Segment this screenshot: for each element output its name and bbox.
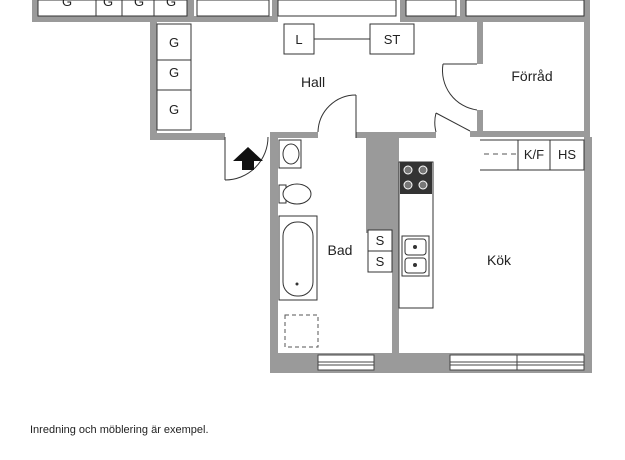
kitchen-counter — [398, 161, 434, 309]
linen-cabinet-label: L — [295, 32, 302, 47]
wardrobe-label: G — [134, 0, 144, 9]
hall-cabinets: L ST — [283, 23, 415, 55]
wardrobe-label: G — [169, 102, 179, 117]
closet-label: S — [376, 233, 385, 248]
windows — [317, 354, 585, 371]
room-label-bad: Bad — [328, 242, 353, 258]
washing-machine-icon — [284, 314, 319, 348]
tall-cabinet-label: HS — [558, 147, 576, 162]
sink-icon — [401, 235, 430, 277]
wardrobes-top: G G G G — [37, 0, 585, 17]
entrance-arrow-icon — [233, 147, 263, 170]
wardrobe-label: G — [169, 35, 179, 50]
doors — [224, 63, 478, 181]
room-label-hall: Hall — [301, 74, 325, 90]
kitchen-tall-units: K/F HS — [480, 139, 585, 171]
stove-icon — [400, 162, 432, 194]
walls — [32, 0, 592, 373]
washbasin-icon — [278, 139, 302, 169]
fridge-freezer-label: K/F — [524, 147, 544, 162]
bathtub-icon — [278, 215, 318, 301]
wardrobe-label: G — [62, 0, 72, 9]
bathroom-fixtures — [278, 139, 319, 348]
wardrobe-label: G — [103, 0, 113, 9]
room-label-forrad: Förråd — [511, 68, 552, 84]
wardrobe-label: G — [166, 0, 176, 9]
closet-label: S — [376, 254, 385, 269]
cleaning-cabinet-label: ST — [384, 32, 401, 47]
disclaimer-note: Inredning och möblering är exempel. — [30, 424, 209, 436]
wardrobe-label: G — [169, 65, 179, 80]
toilet-icon — [278, 183, 312, 205]
room-label-kok: Kök — [487, 252, 512, 268]
bath-closets: S S — [367, 229, 393, 273]
wardrobes-left: G G G — [156, 23, 192, 131]
